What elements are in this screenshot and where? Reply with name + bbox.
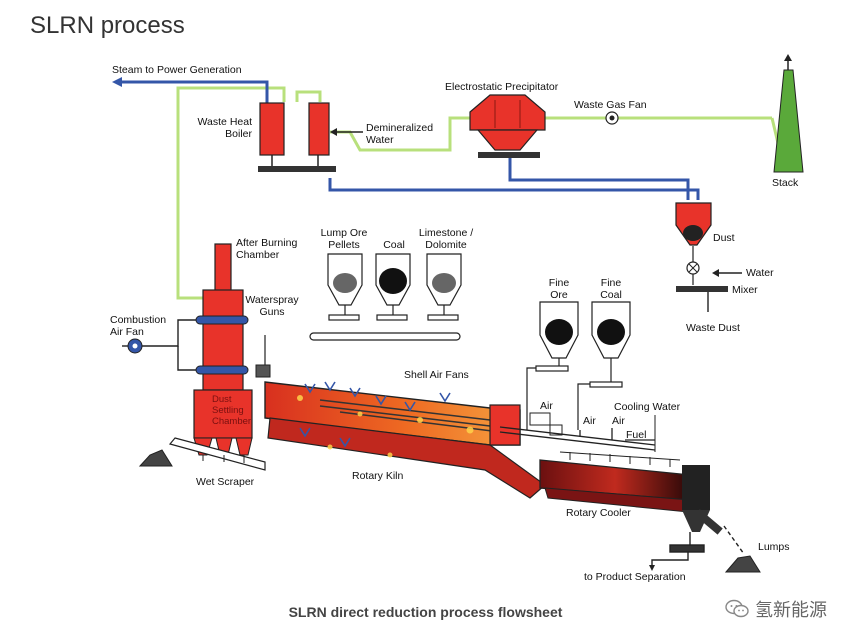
label-waste-dust: Waste Dust bbox=[686, 322, 740, 334]
rotary-cooler bbox=[539, 459, 723, 535]
stack bbox=[773, 54, 804, 173]
combustion-air-fan-icon bbox=[122, 319, 196, 371]
label-air-1: Air bbox=[540, 400, 553, 412]
feed-belts bbox=[264, 305, 461, 365]
wet-scraper bbox=[138, 437, 266, 471]
electrostatic-precipitator bbox=[469, 94, 546, 158]
label-stack: Stack bbox=[772, 177, 799, 189]
label-mixer: Mixer bbox=[732, 284, 758, 296]
label-coal: Coal bbox=[383, 239, 405, 251]
watermark: 氢新能源 bbox=[725, 596, 827, 622]
label-lumps: Lumps bbox=[758, 541, 790, 553]
label-air-3: Air bbox=[612, 415, 625, 427]
mixer bbox=[676, 286, 728, 292]
cooling-water-sprays bbox=[559, 415, 681, 467]
label-shell-air-fans: Shell Air Fans bbox=[404, 369, 469, 381]
figure-caption: SLRN direct reduction process flowsheet bbox=[288, 604, 563, 620]
label-dust: Dust bbox=[713, 232, 735, 244]
label-waste-gas-fan: Waste Gas Fan bbox=[574, 99, 647, 111]
product-discharge bbox=[651, 525, 745, 566]
label-limestone-dolomite: Limestone /Dolomite bbox=[419, 227, 473, 251]
label-rotary-kiln: Rotary Kiln bbox=[352, 470, 404, 482]
rotary-valve-icon bbox=[686, 246, 700, 285]
label-wet-scraper: Wet Scraper bbox=[196, 476, 255, 488]
lumps-pile bbox=[724, 555, 761, 573]
wechat-icon bbox=[725, 599, 749, 618]
kiln-flames bbox=[297, 395, 474, 458]
label-cooling-water: Cooling Water bbox=[614, 401, 681, 413]
steam-arrow-icon bbox=[112, 77, 122, 87]
waterspray-gun-box bbox=[255, 364, 271, 378]
rotary-kiln bbox=[264, 381, 563, 499]
label-electrostatic-precipitator: Electrostatic Precipitator bbox=[445, 81, 559, 93]
slrn-flowsheet-diagram: Steam to Power Generation Waste HeatBoil… bbox=[110, 54, 804, 583]
shell-air-fans bbox=[299, 381, 451, 448]
label-to-product-separation: to Product Separation bbox=[584, 571, 686, 583]
label-rotary-cooler: Rotary Cooler bbox=[566, 507, 631, 519]
dust-hopper bbox=[675, 202, 712, 246]
after-burning-chamber bbox=[193, 243, 253, 456]
label-steam-to-power: Steam to Power Generation bbox=[112, 64, 242, 76]
waste-heat-boiler bbox=[258, 102, 336, 172]
steam-dust-lines bbox=[120, 80, 700, 200]
page-title: SLRN process bbox=[30, 12, 185, 39]
label-water: Water bbox=[746, 267, 774, 279]
label-air-2: Air bbox=[583, 415, 596, 427]
waste-gas-fan-icon bbox=[605, 111, 619, 125]
fuel-lances bbox=[499, 426, 656, 451]
fine-hoppers bbox=[526, 301, 631, 430]
watermark-text: 氢新能源 bbox=[755, 600, 827, 621]
feed-hoppers bbox=[327, 253, 462, 306]
label-fuel: Fuel bbox=[626, 429, 646, 441]
